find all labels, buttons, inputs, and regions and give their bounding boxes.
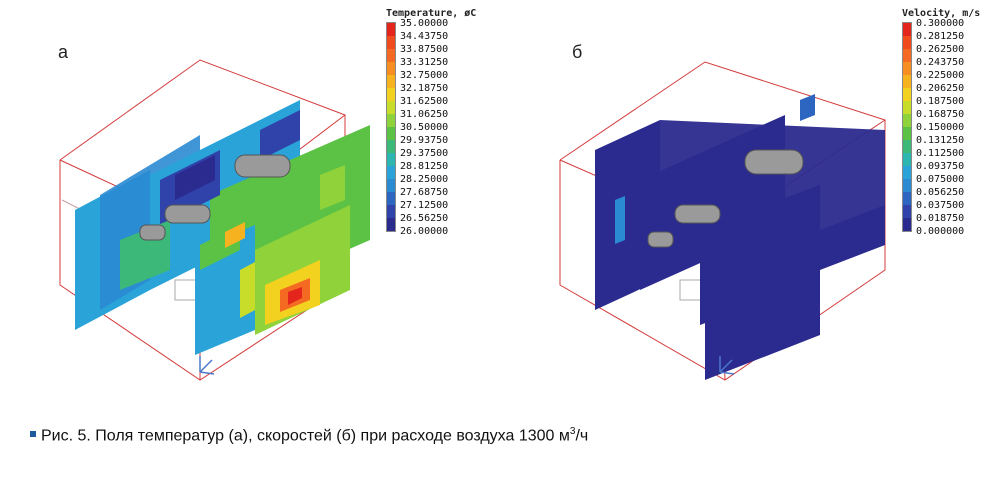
legend-tick-label: 32.75000 [400, 70, 449, 81]
legend-tick-label: 0.300000 [916, 18, 965, 29]
color-scale-swatch [903, 140, 911, 153]
color-scale-swatch [387, 205, 395, 218]
legend-tick-label: 34.43750 [400, 31, 449, 42]
legend-tick-label: 35.00000 [400, 18, 449, 29]
caption-superscript: 3 [569, 426, 576, 437]
legend-tick-label: 0.262500 [916, 44, 965, 55]
color-scale-swatch [387, 114, 395, 127]
legend-tick-label: 0.000000 [916, 226, 965, 237]
legend-tick-label: 27.68750 [400, 187, 449, 198]
legend-tick-label: 0.018750 [916, 213, 965, 224]
legend-tick-label: 0.281250 [916, 31, 965, 42]
legend-tick-label: 29.93750 [400, 135, 449, 146]
legend-tick-label: 0.037500 [916, 200, 965, 211]
color-scale-swatch [387, 88, 395, 101]
color-scale-swatch [903, 218, 911, 231]
color-scale-swatch [903, 205, 911, 218]
legend-tick-label: 26.00000 [400, 226, 449, 237]
color-scale-swatch [903, 62, 911, 75]
color-scale-swatch [387, 179, 395, 192]
color-scale-swatch [387, 23, 395, 36]
legend-tick-label: 0.131250 [916, 135, 965, 146]
legend-tick-label: 0.150000 [916, 122, 965, 133]
color-scale-swatch [387, 75, 395, 88]
figure-panel-a: а [0, 0, 500, 400]
velocity-legend: Velocity, m/s 0.300000 0.281250 0.262500 0.… [902, 8, 981, 237]
legend-title: Velocity, m/s [902, 8, 981, 19]
legend-tick-label: 0.075000 [916, 174, 965, 185]
legend-tick-label: 33.87500 [400, 44, 449, 55]
velocity-field-render [559, 61, 886, 381]
color-scale-swatch [903, 23, 911, 36]
color-scale-swatch [903, 192, 911, 205]
temperature-field-render [59, 59, 370, 381]
legend-tick-label: 0.206250 [916, 83, 965, 94]
legend-tick-label: 0.168750 [916, 109, 965, 120]
panel-a-letter: а [58, 42, 69, 62]
color-scale-swatch [387, 62, 395, 75]
figure-panel-b: б [500, 0, 1000, 400]
color-scale-swatch [387, 127, 395, 140]
color-scale-swatch [903, 49, 911, 62]
legend-tick-label: 32.18750 [400, 83, 449, 94]
legend-tick-label: 31.06250 [400, 109, 449, 120]
caption-unit: /ч [575, 427, 589, 445]
figure-caption: Рис. 5. Поля температур (а), скоростей (… [30, 426, 588, 445]
color-scale-bar [902, 22, 912, 232]
color-scale-swatch [387, 49, 395, 62]
legend-tick-label: 0.056250 [916, 187, 965, 198]
color-scale-swatch [903, 114, 911, 127]
color-scale-swatch [387, 218, 395, 231]
legend-tick-label: 28.25000 [400, 174, 449, 185]
legend-tick-label: 0.093750 [916, 161, 965, 172]
legend-tick-label: 0.112500 [916, 148, 965, 159]
caption-text: Рис. 5. Поля температур (а), скоростей (… [41, 427, 570, 445]
color-scale-swatch [903, 127, 911, 140]
legend-tick-label: 27.12500 [400, 200, 449, 211]
legend-tick-label: 29.37500 [400, 148, 449, 159]
legend-tick-label: 0.243750 [916, 57, 965, 68]
color-scale-bar [386, 22, 396, 232]
legend-title: Temperature, øC [386, 8, 477, 19]
legend-tick-label: 30.50000 [400, 122, 449, 133]
color-scale-swatch [903, 153, 911, 166]
legend-tick-label: 0.187500 [916, 96, 965, 107]
legend-tick-label: 33.31250 [400, 57, 449, 68]
color-scale-swatch [387, 166, 395, 179]
color-scale-swatch [387, 36, 395, 49]
color-scale-swatch [387, 140, 395, 153]
color-scale-swatch [903, 101, 911, 114]
color-scale-swatch [903, 36, 911, 49]
legend-tick-label: 0.225000 [916, 70, 965, 81]
caption-bullet-icon [30, 431, 36, 438]
legend-tick-label: 28.81250 [400, 161, 449, 172]
color-scale-swatch [387, 101, 395, 114]
color-scale-swatch [903, 75, 911, 88]
legend-tick-label: 26.56250 [400, 213, 449, 224]
color-scale-swatch [387, 192, 395, 205]
color-scale-swatch [903, 166, 911, 179]
color-scale-swatch [903, 88, 911, 101]
color-scale-swatch [387, 153, 395, 166]
temperature-legend: Temperature, øC 35.00000 34.43750 33.87500… [386, 8, 477, 237]
panel-b-letter: б [572, 42, 583, 62]
legend-tick-label: 31.62500 [400, 96, 449, 107]
color-scale-swatch [903, 179, 911, 192]
